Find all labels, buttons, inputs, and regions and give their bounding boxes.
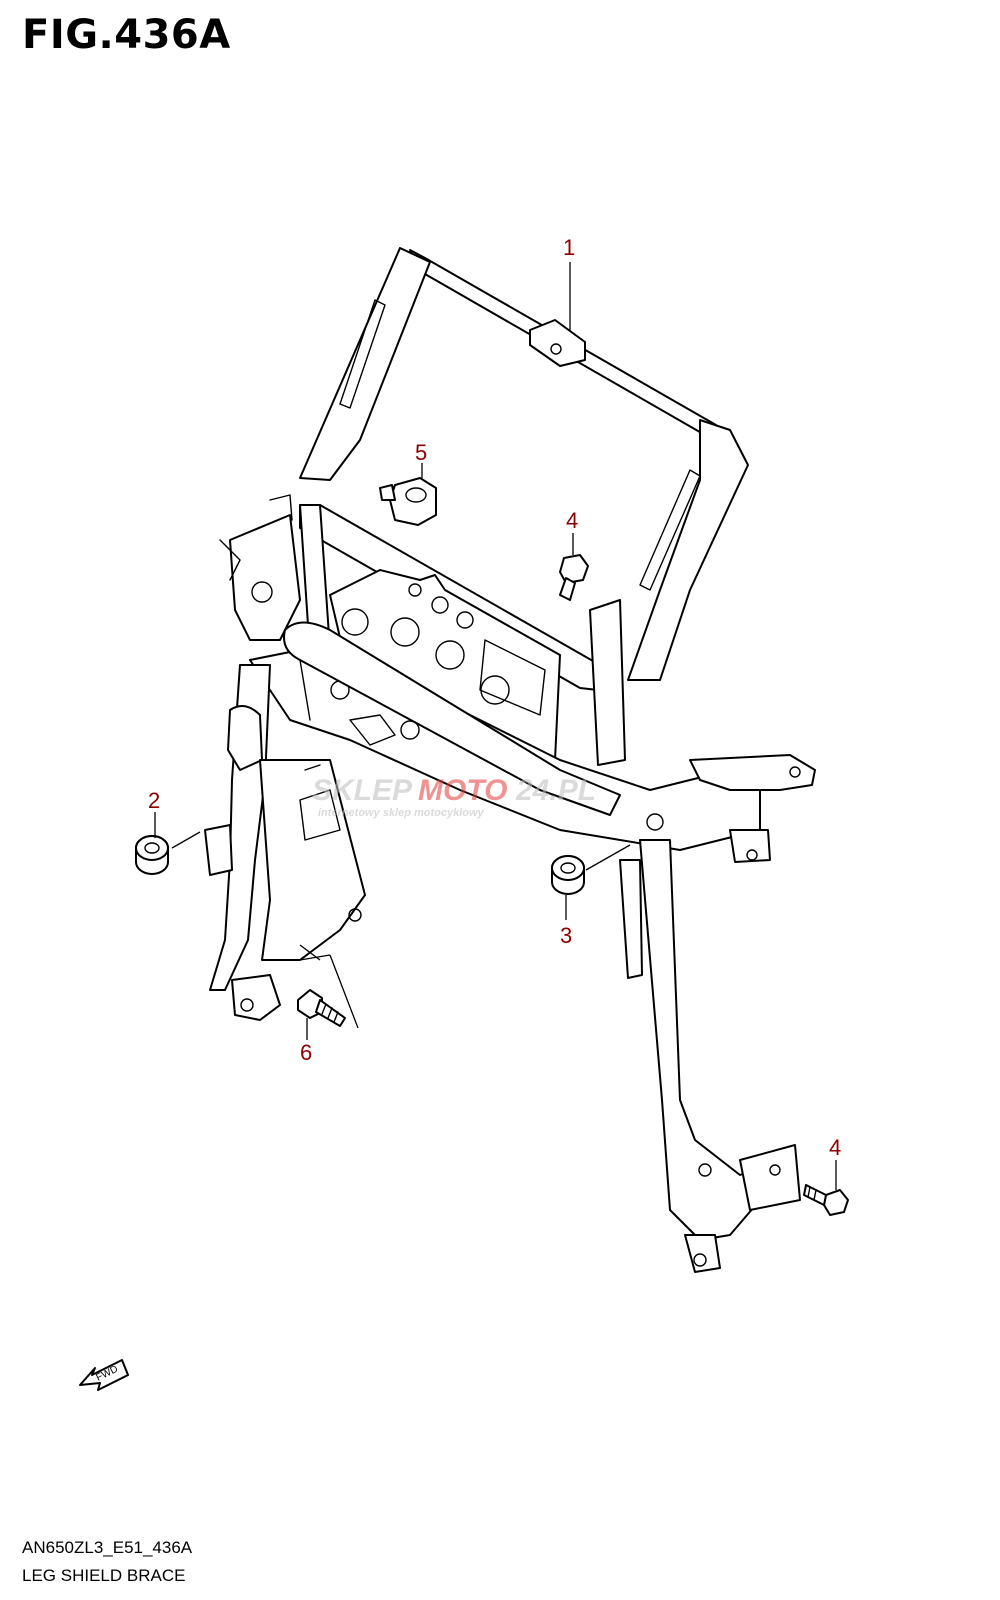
callout-4-upper: 4 [566, 508, 578, 533]
fwd-arrow-icon: FWD [79, 1359, 129, 1391]
callout-1: 1 [563, 235, 575, 260]
grommet-right-part [551, 855, 585, 895]
figure-name: LEG SHIELD BRACE [22, 1566, 186, 1585]
watermark-brand-3: 24.PL [515, 774, 596, 807]
callout-3: 3 [560, 923, 572, 948]
leader-lines [154, 262, 837, 1190]
bolt-lower-right-part [803, 1184, 849, 1216]
watermark-brand-2: MOTO [418, 774, 507, 807]
model-code: AN650ZL3_E51_436A [22, 1538, 193, 1557]
grommet-left-part [135, 835, 169, 875]
clip-nut-part [379, 477, 437, 526]
bolt-upper-part [559, 554, 589, 601]
figure-title: FIG.436A [22, 12, 231, 58]
watermark-tagline: internetowy sklep motocyklowy [318, 807, 485, 819]
watermark: SKLEP MOTO 24.PL internetowy sklep motoc… [312, 774, 596, 819]
callout-6: 6 [300, 1040, 312, 1065]
watermark-brand-1: SKLEP [312, 774, 413, 807]
callout-5: 5 [415, 440, 427, 465]
callout-2: 2 [148, 788, 160, 813]
leg-shield-brace-part [204, 247, 816, 1273]
callout-4-lower: 4 [829, 1135, 841, 1160]
bolt-lower-left-part [297, 989, 346, 1027]
